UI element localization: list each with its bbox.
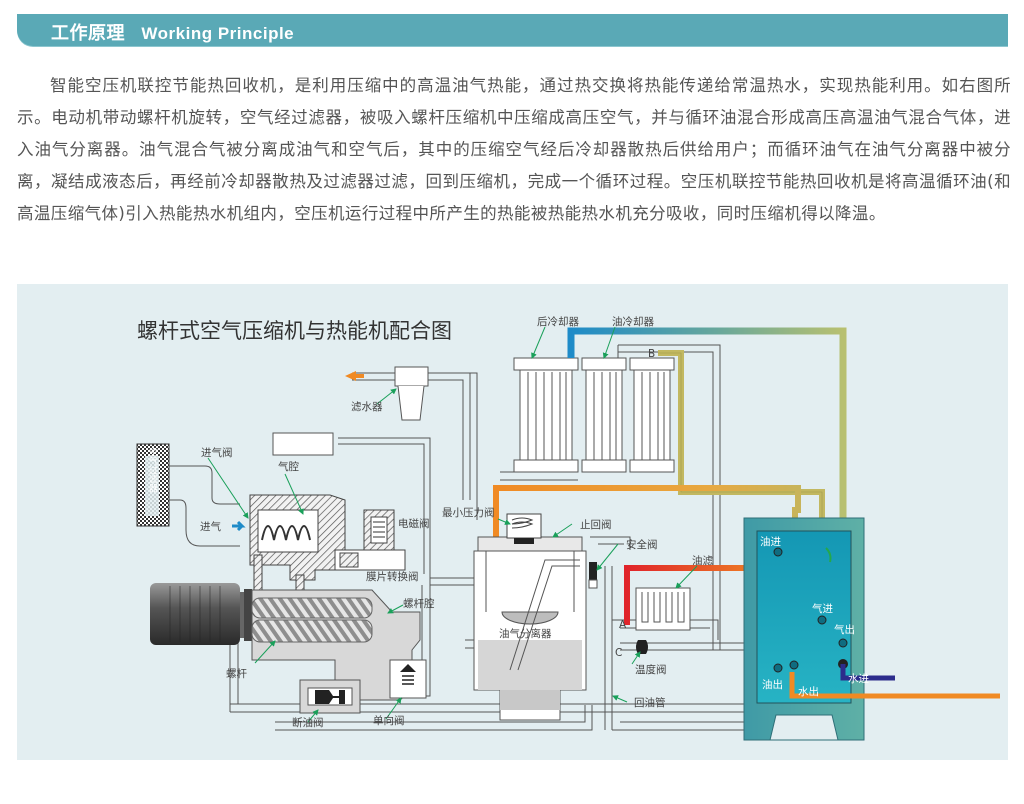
label-safety-valve: 安全阀 <box>626 538 658 551</box>
oil-separator <box>473 513 587 721</box>
intro-paragraph: 智能空压机联控节能热回收机，是利用压缩中的高温油气热能，通过热交换将热能传递给常… <box>17 76 1011 223</box>
label-screw-chamber: 螺杆腔 <box>403 597 435 610</box>
section-title-cn: 工作原理 <box>51 23 125 44</box>
section-title: 工作原理 Working Principle <box>51 19 294 45</box>
compressor-diagram: 螺杆式空气压缩机与热能机配合图 <box>136 315 1000 741</box>
label-intake-valve: 进气阀 <box>201 446 233 459</box>
air-filter-label: 空气过滤器 <box>147 446 158 492</box>
label-water-out: 水出 <box>798 685 819 698</box>
diagram-panel: 螺杆式空气压缩机与热能机配合图 <box>17 284 1008 760</box>
oil-filter <box>635 587 691 631</box>
label-oil-in: 油进 <box>760 535 781 548</box>
label-gas-out: 气出 <box>834 623 855 636</box>
label-pointers <box>207 326 698 723</box>
temperature-valve <box>636 640 648 654</box>
solenoid-valve <box>334 509 406 571</box>
safety-valve <box>589 562 597 580</box>
air-chamber-box <box>272 432 334 456</box>
label-water-filter: 滤水器 <box>351 400 383 413</box>
label-solenoid-valve: 电磁阀 <box>398 517 430 530</box>
one-way-valve <box>389 659 427 699</box>
label-gas-in: 气进 <box>812 602 833 615</box>
label-temp-valve: 温度阀 <box>635 663 667 676</box>
section-header: 工作原理 Working Principle <box>17 14 1008 46</box>
label-diaphragm-valve: 膜片转换阀 <box>366 570 419 583</box>
oil-cooler <box>581 357 675 473</box>
compressed-air-pipe <box>567 327 847 600</box>
label-check-valve: 止回阀 <box>580 518 612 531</box>
label-air-chamber: 气腔 <box>278 460 299 473</box>
after-cooler <box>513 357 579 473</box>
heat-recovery-unit <box>743 517 1000 741</box>
label-one-way-valve: 单向阀 <box>373 714 405 727</box>
water-filter <box>345 366 429 421</box>
intake-valve-body <box>232 494 346 594</box>
label-point-c: C <box>615 647 622 659</box>
label-oil-filter: 油滤 <box>692 554 713 567</box>
label-oil-cooler: 油冷却器 <box>612 315 654 328</box>
label-oil-return-pipe: 回油管 <box>634 696 666 709</box>
label-point-a: A <box>619 619 627 631</box>
label-oil-out: 油出 <box>762 678 783 691</box>
label-air-in: 进气 <box>200 520 221 533</box>
section-title-en: Working Principle <box>141 24 295 43</box>
screw-compressor <box>251 589 421 701</box>
label-oil-cut-valve: 断油阀 <box>292 716 324 729</box>
oil-cut-valve <box>299 679 361 714</box>
motor <box>150 583 252 645</box>
label-after-cooler: 后冷却器 <box>537 315 579 328</box>
label-min-pressure-valve: 最小压力阀 <box>442 506 495 519</box>
label-water-in: 水进 <box>848 673 869 685</box>
label-separator: 油气分离器 <box>499 627 552 640</box>
label-screw: 螺杆 <box>226 667 247 680</box>
diagram-title: 螺杆式空气压缩机与热能机配合图 <box>137 319 452 343</box>
label-point-b: B <box>648 348 655 360</box>
